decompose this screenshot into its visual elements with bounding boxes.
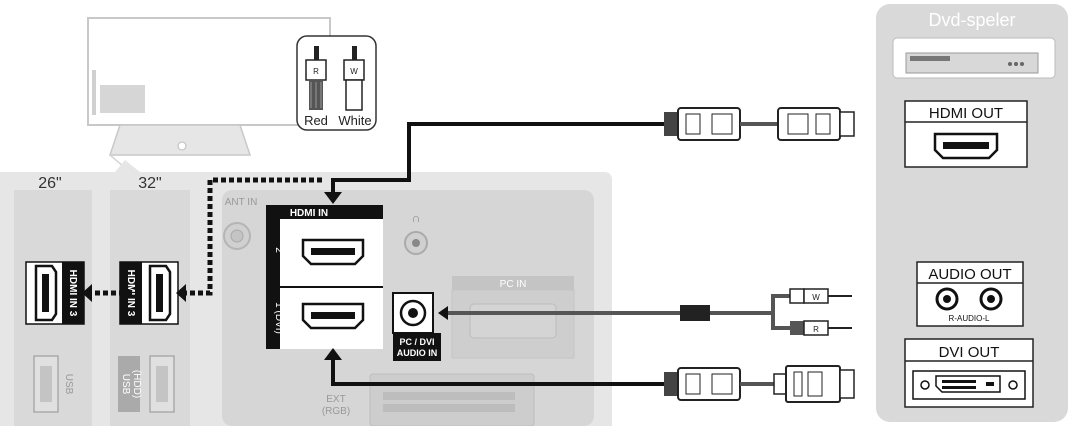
- rca-legend: [296, 35, 377, 131]
- audio-cable: [438, 288, 852, 336]
- ant-in-label: ANT IN: [225, 197, 258, 208]
- side-hdmi-26-label: HDMI IN 3: [67, 270, 78, 317]
- cable-w-mark: W: [812, 293, 820, 302]
- ant-in-port: [223, 222, 251, 250]
- rca-r-mark: R: [313, 67, 319, 76]
- usb-32-label-line2: (HDD): [131, 370, 142, 398]
- audio-out-jacks: [935, 287, 1003, 311]
- rca-w-mark: W: [350, 67, 358, 76]
- r-audio-l-label: R-AUDIO-L: [949, 314, 990, 323]
- dvi-out-label: DVI OUT: [939, 344, 1000, 361]
- hdmi-in-label: HDMI IN: [290, 208, 328, 219]
- hdmi-in-block: [280, 219, 383, 349]
- side-hdmi-port-26: [25, 261, 85, 325]
- size-26-label: 26": [38, 175, 61, 192]
- pc-in-port: [451, 276, 575, 359]
- usb-port-26: [33, 355, 59, 413]
- hdmi-out-port: [933, 132, 999, 160]
- hdmi-port-2-label: 2: [273, 247, 284, 253]
- cable-r-mark: R: [813, 325, 819, 334]
- dvi-cable: [324, 348, 855, 403]
- headphone-port: [404, 231, 428, 255]
- hdmi-in-side-bar: [266, 205, 280, 349]
- pc-dvi-audio-line1: PC / DVI: [399, 337, 434, 347]
- hdmi-cable-dotted: [82, 177, 322, 302]
- ext-label-line1: EXT: [326, 394, 345, 405]
- usb-32-label-line1: USB: [120, 374, 131, 395]
- hdmi-port-2: [301, 238, 365, 266]
- rca-red-label: Red: [304, 113, 328, 128]
- dvd-player-image: [892, 37, 1056, 79]
- size-32-label: 32": [138, 175, 161, 192]
- dvi-out-port: [912, 370, 1026, 400]
- ext-rgb-port: [369, 373, 535, 426]
- usb-port-32: [118, 355, 175, 413]
- ext-label-line2: (RGB): [322, 406, 350, 417]
- hdmi-port-1-label: 1 (DVI): [273, 302, 284, 334]
- hdmi-cable: [324, 107, 855, 204]
- rca-white-label: White: [338, 113, 371, 128]
- hdmi-in-header: [280, 205, 383, 219]
- audio-out-box: [916, 261, 1024, 327]
- pc-dvi-audio-in-port: [392, 292, 441, 361]
- headphone-icon: ∩: [412, 211, 421, 225]
- hdmi-port-1: [301, 302, 365, 330]
- usb-26-label: USB: [63, 374, 74, 395]
- pc-dvi-audio-line2: AUDIO IN: [397, 348, 438, 358]
- device-title: Dvd-speler: [928, 10, 1015, 30]
- tv-illustration: [87, 17, 331, 173]
- hdmi-out-label: HDMI OUT: [929, 105, 1003, 122]
- audio-out-label: AUDIO OUT: [928, 266, 1011, 283]
- pc-in-label: PC IN: [500, 279, 527, 290]
